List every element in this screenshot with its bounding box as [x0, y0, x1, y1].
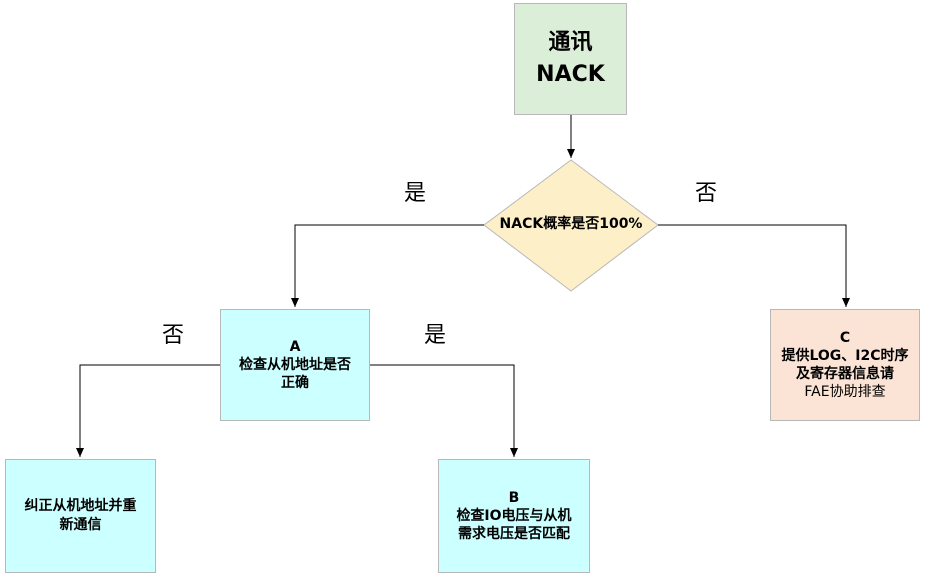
- node-b-line1: 检查IO电压与从机: [456, 508, 572, 524]
- decision-diamond: [483, 159, 659, 292]
- start-line2: NACK: [536, 62, 605, 87]
- arrow-decision-to-a: [291, 224, 484, 307]
- node-a-line1: 检查从机地址是否: [239, 357, 351, 373]
- node-c-line2: 及寄存器信息请: [796, 366, 894, 382]
- node-fix-address: 纠正从机地址并重 新通信: [5, 459, 156, 573]
- decision-label: NACK概率是否100%: [499, 216, 643, 232]
- start-node: 通讯 NACK: [514, 3, 627, 115]
- node-c-code: C: [839, 330, 851, 346]
- start-line1: 通讯: [548, 30, 593, 55]
- node-c-line1: 提供LOG、I2C时序: [781, 348, 909, 364]
- arrow-decision-to-c: [658, 224, 850, 307]
- node-a-line2: 正确: [281, 375, 309, 391]
- node-a-code: A: [289, 339, 301, 355]
- label-no-right: 否: [695, 181, 718, 206]
- node-b-line2: 需求电压是否匹配: [458, 526, 570, 542]
- arrow-a-to-b: [370, 364, 518, 457]
- label-yes-left: 是: [404, 181, 427, 206]
- node-c: C 提供LOG、I2C时序 及寄存器信息请 FAE协助排查: [770, 309, 920, 421]
- node-fix-line1: 纠正从机地址并重: [24, 498, 137, 514]
- node-b-code: B: [508, 490, 520, 506]
- node-fix-line2: 新通信: [59, 517, 102, 533]
- label-yes-a: 是: [424, 323, 447, 348]
- node-b: B 检查IO电压与从机 需求电压是否匹配: [438, 459, 590, 573]
- arrow-a-to-fix: [76, 364, 220, 457]
- label-no-a: 否: [162, 323, 185, 348]
- node-c-line3: FAE协助排查: [804, 384, 886, 400]
- node-a: A 检查从机地址是否 正确: [220, 309, 370, 421]
